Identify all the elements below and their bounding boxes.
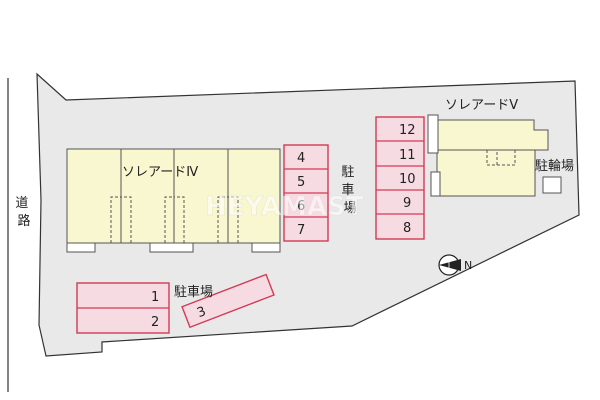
parking-space-10: 10 [399,172,416,187]
parking-column-right: 12 11 10 9 8 [375,116,425,240]
parking-space-6: 6 [297,199,305,214]
compass-label: N [464,259,472,272]
parking-space-12: 12 [399,123,416,138]
building-soleado-4 [66,148,281,253]
parking-space-3-group: 3 [181,273,275,329]
building-soleado-5-label: ソレアードⅤ [445,98,518,113]
parking-space-9: 9 [403,196,411,211]
parking-space-4: 4 [297,151,305,166]
parking-space-11: 11 [399,148,416,163]
road-label: 道 路 [15,196,32,229]
north-arrow-icon [438,254,461,276]
parking-label: 駐車場 [174,285,213,300]
building-soleado-4-label: ソレアードⅣ [122,165,198,180]
parking-space-8: 8 [403,221,411,236]
building-soleado-5 [427,114,562,197]
parking-space-7: 7 [297,223,305,238]
parking-column-center: 4 5 6 7 [283,144,329,242]
parking-space-1: 1 [151,290,159,305]
bicycle-parking-label: 駐輪場 [535,158,574,174]
parking-label-vertical: 駐 車 場 [341,165,358,216]
watermark: HEYAMAST [205,192,364,222]
parking-space-2: 2 [151,315,159,330]
parking-row-bottom: 1 2 [76,282,170,334]
parking-space-5: 5 [297,175,305,190]
